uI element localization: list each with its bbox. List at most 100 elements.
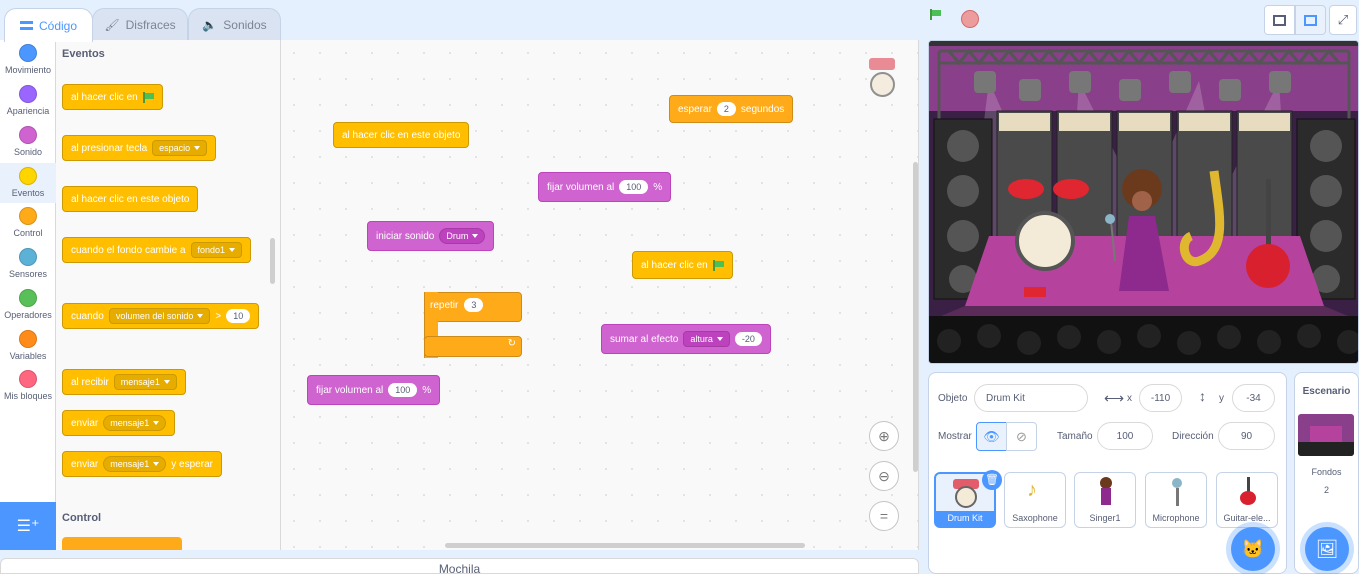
block-text: enviar (71, 417, 99, 429)
zoom-in-button[interactable]: ⊕ (869, 421, 899, 451)
block-text: fijar volumen al (316, 384, 384, 396)
hide-sprite-button[interactable]: ⊘ (1006, 422, 1037, 451)
block-broadcast[interactable]: enviar mensaje1 (62, 410, 176, 436)
mic-thumb-head (1172, 478, 1182, 488)
fullscreen-icon: ⤢ (1337, 12, 1349, 27)
category-label: Variables (9, 351, 47, 361)
x-value: -110 (1150, 392, 1171, 404)
y-label: y (1219, 393, 1224, 404)
sprite-thumb-saxophone[interactable]: ♪ Saxophone (1004, 472, 1066, 528)
value-input[interactable]: -20 (734, 332, 762, 346)
category-label: Mis bloques (3, 391, 53, 401)
block-text: al presionar tecla (71, 142, 148, 154)
value-input[interactable]: 100 (619, 180, 649, 194)
block-when-key-pressed[interactable]: al presionar tecla espacio (62, 122, 217, 161)
stage-canvas[interactable] (928, 40, 1359, 364)
value-input[interactable]: 100 (388, 383, 418, 397)
sprite-thumb-label: Microphone (1152, 513, 1200, 523)
category-control[interactable]: Control (0, 207, 56, 238)
category-looks[interactable]: Apariencia (0, 85, 56, 116)
add-sprite-button[interactable]: 🐱 (1231, 527, 1275, 571)
category-motion[interactable]: Movimiento (0, 44, 56, 75)
ws-block-when-flag-clicked[interactable]: al hacer clic en (632, 238, 733, 279)
category-my-blocks[interactable]: Mis bloques (0, 370, 56, 401)
value-input[interactable]: 3 (464, 298, 484, 312)
value-input[interactable]: 2 (716, 102, 736, 116)
dropdown-value: volumen del sonido (115, 311, 194, 321)
block-text: iniciar sonido (376, 230, 435, 242)
block-when-greater-than[interactable]: cuando volumen del sonido >10 (62, 290, 260, 329)
backdrop-dropdown[interactable]: fondo1 (190, 242, 243, 258)
zoom-out-button[interactable]: ⊖ (869, 461, 899, 491)
stop-button[interactable] (961, 10, 979, 28)
add-backdrop-button[interactable]: 🖼 (1305, 527, 1349, 571)
sprite-thumb-drum-kit[interactable]: Drum Kit 🗑 (934, 470, 1002, 528)
category-variables[interactable]: Variables (0, 330, 56, 361)
y-input[interactable]: -34 (1232, 384, 1275, 412)
tab-code[interactable]: Código (4, 8, 93, 42)
large-stage-button[interactable] (1295, 5, 1326, 35)
delete-sprite-button[interactable]: 🗑 (982, 470, 1002, 490)
backpack-label: Mochila (438, 562, 481, 574)
small-stage-button[interactable] (1264, 5, 1295, 35)
green-flag-button[interactable] (930, 9, 950, 29)
sprite-thumb-guitar[interactable]: Guitar-ele... (1216, 472, 1278, 528)
block-when-sprite-clicked[interactable]: al hacer clic en este objeto (62, 173, 199, 212)
block-when-flag-clicked[interactable]: al hacer clic en (62, 71, 163, 110)
category-motion-dot (19, 44, 37, 62)
category-operators[interactable]: Operadores (0, 289, 56, 320)
add-extension-button[interactable]: ☰⁺ (0, 502, 56, 550)
backpack-bar[interactable]: Mochila (0, 558, 919, 574)
category-events[interactable]: Eventos (0, 163, 56, 203)
category-events-dot (19, 167, 37, 185)
key-dropdown[interactable]: espacio (152, 140, 208, 156)
direction-label: Dirección (1172, 431, 1214, 442)
x-input[interactable]: -110 (1139, 384, 1182, 412)
effect-dropdown[interactable]: altura (683, 331, 730, 347)
tab-sounds[interactable]: 🔈 Sonidos (188, 8, 281, 41)
block-text: cuando (71, 310, 104, 322)
block-text: > (215, 310, 222, 322)
zoom-reset-button[interactable]: = (869, 501, 899, 531)
sprite-name-input[interactable]: Drum Kit (974, 384, 1088, 412)
message-dropdown[interactable]: mensaje1 (103, 456, 167, 472)
direction-value: 90 (1240, 430, 1253, 442)
workspace-vscrollbar[interactable] (913, 162, 918, 472)
workspace-hscrollbar[interactable] (445, 543, 805, 548)
direction-input[interactable]: 90 (1218, 422, 1275, 450)
tab-costumes[interactable]: 🖌 Disfraces (92, 8, 188, 41)
sprite-thumb-singer1[interactable]: Singer1 (1074, 472, 1136, 528)
ws-block-start-sound[interactable]: iniciar sonido Drum (367, 221, 495, 251)
size-input[interactable]: 100 (1097, 422, 1153, 450)
block-control-partial[interactable] (62, 537, 182, 550)
message-dropdown[interactable]: mensaje1 (103, 415, 167, 431)
category-sensing[interactable]: Sensores (0, 248, 56, 279)
block-text: y esperar (171, 458, 213, 470)
category-sound[interactable]: Sonido (0, 126, 56, 157)
fullscreen-button[interactable]: ⤢ (1329, 5, 1357, 35)
value-input[interactable]: 10 (226, 309, 251, 323)
ws-block-when-sprite-clicked[interactable]: al hacer clic en este objeto (333, 109, 470, 148)
zoom-out-icon: ⊖ (878, 467, 890, 484)
sensor-dropdown[interactable]: volumen del sonido (108, 308, 211, 324)
message-dropdown[interactable]: mensaje1 (113, 374, 177, 390)
dropdown-value: espacio (159, 143, 191, 153)
sound-dropdown[interactable]: Drum (439, 228, 486, 244)
stage-pane-title: Escenario (1302, 386, 1351, 397)
show-sprite-button[interactable]: 👁 (976, 422, 1007, 451)
sprite-thumb-label: Singer1 (1089, 513, 1121, 523)
object-label: Objeto (938, 393, 968, 404)
large-stage-icon (1304, 14, 1317, 26)
sprite-thumb-microphone[interactable]: Microphone (1145, 472, 1207, 528)
y-value: -34 (1246, 392, 1261, 404)
palette-scrollbar[interactable] (270, 238, 275, 284)
